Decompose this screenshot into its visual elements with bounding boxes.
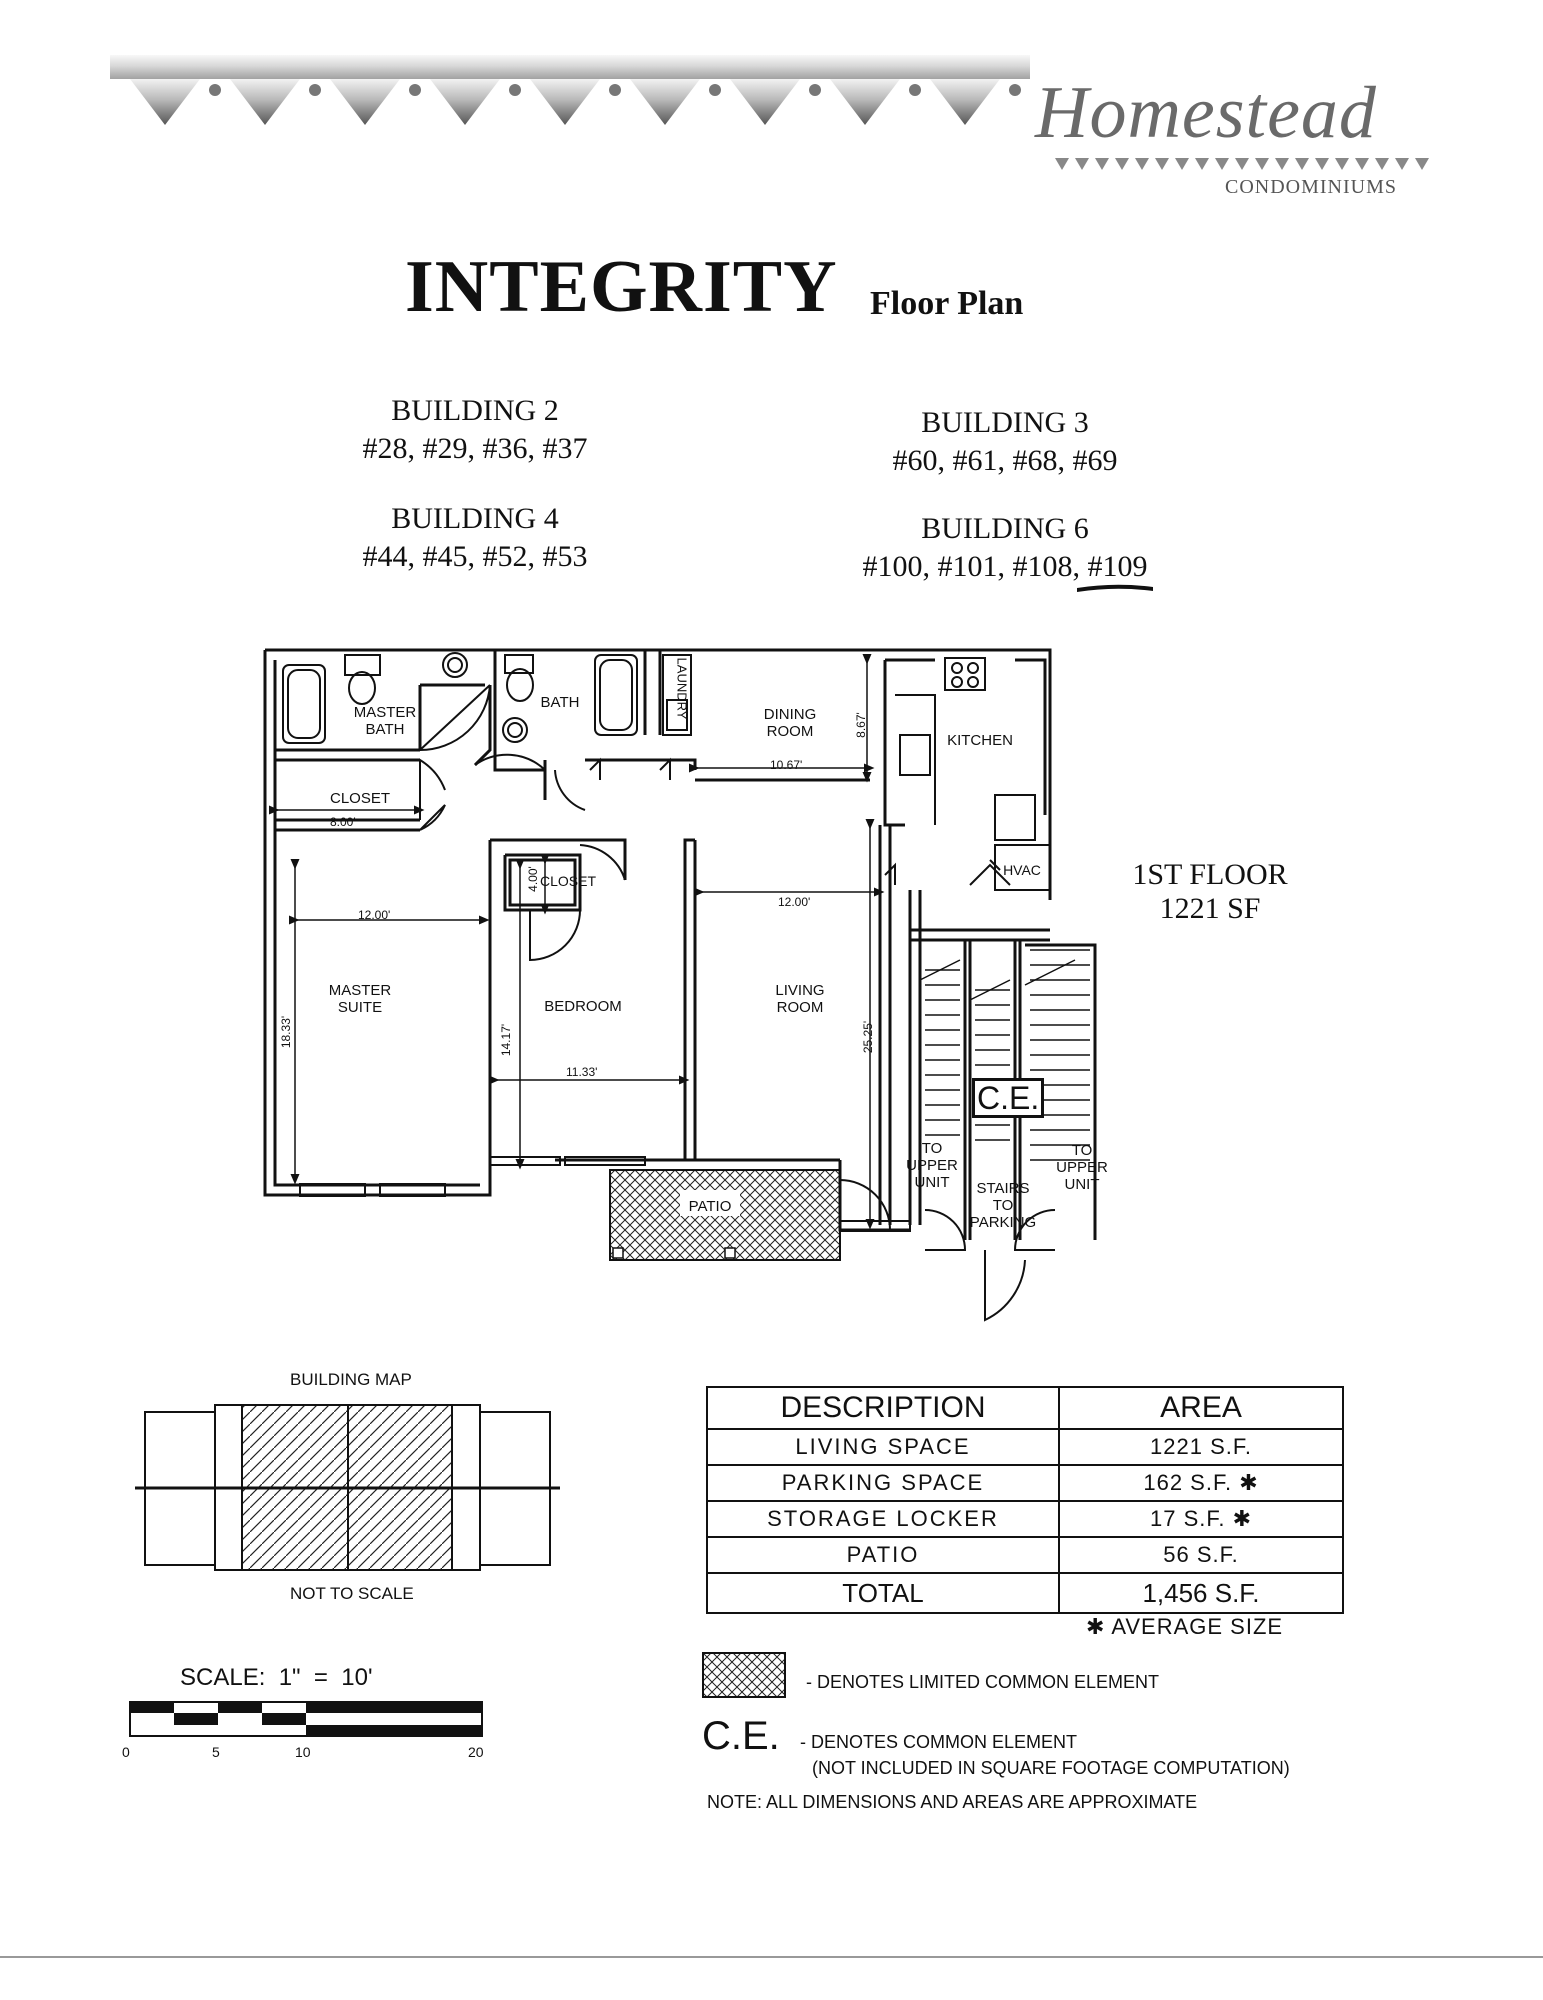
floor-area: 1221 SF	[1159, 892, 1261, 925]
room-kitchen: KITCHEN	[947, 732, 1013, 749]
table-total-value: 1,456 S.F.	[1058, 1572, 1344, 1614]
table-header-row: DESCRIPTION AREA	[706, 1386, 1344, 1430]
limited-common-swatch	[702, 1652, 786, 1698]
table-cell: 56 S.F.	[1058, 1536, 1344, 1574]
table-header: AREA	[1058, 1386, 1344, 1430]
brand-underline-triangles	[1055, 158, 1429, 170]
unit-underline-mark	[1077, 584, 1153, 592]
table-cell: PARKING SPACE	[706, 1464, 1060, 1502]
floor-plan	[263, 648, 1097, 1322]
dim-closet-width: 8.00'	[330, 815, 356, 829]
plan-title: INTEGRITY	[405, 246, 838, 328]
room-master-suite: MASTER SUITE	[328, 982, 392, 1016]
scale-label: SCALE: 1" = 10'	[180, 1664, 373, 1691]
dim-living-length: 25.25'	[861, 1020, 876, 1054]
legend-approx-note: NOTE: ALL DIMENSIONS AND AREAS ARE APPRO…	[707, 1792, 1198, 1812]
scale-tick-20: 20	[468, 1744, 484, 1760]
building-map-caption: NOT TO SCALE	[290, 1584, 414, 1603]
building-label: BUILDING 6	[921, 512, 1089, 545]
table-cell: STORAGE LOCKER	[706, 1500, 1060, 1538]
table-header: DESCRIPTION	[706, 1386, 1060, 1430]
dim-master-length: 18.33'	[279, 1015, 294, 1049]
table-row: STORAGE LOCKER 17 S.F. ✱	[706, 1500, 1344, 1538]
table-cell: 162 S.F. ✱	[1058, 1464, 1344, 1502]
building-map	[135, 1404, 560, 1571]
building-block: BUILDING 3 #60, #61, #68, #69	[825, 404, 1185, 480]
legend-common: - DENOTES COMMON ELEMENT	[800, 1732, 1078, 1752]
scale-tick-0: 0	[122, 1744, 130, 1760]
scale-bar	[129, 1701, 483, 1737]
scale-tick-5: 5	[212, 1744, 220, 1760]
common-element-mark: C.E.	[972, 1078, 1045, 1118]
room-bedroom: BEDROOM	[544, 998, 622, 1015]
table-total-label: TOTAL	[706, 1572, 1060, 1614]
legend-limited-common: - DENOTES LIMITED COMMON ELEMENT	[806, 1672, 1160, 1692]
table-total-row: TOTAL 1,456 S.F.	[706, 1572, 1344, 1614]
building-units: #44, #45, #52, #53	[362, 540, 588, 573]
dim-living-width: 12.00'	[778, 895, 811, 909]
table-cell: LIVING SPACE	[706, 1428, 1060, 1466]
brand-logo: Homestead CONDOMINIUMS	[1035, 70, 1429, 200]
room-to-upper-unit-left: TO UPPER UNIT	[906, 1140, 958, 1191]
dim-bedroom-length: 14.17'	[499, 1023, 514, 1057]
table-row: PARKING SPACE 162 S.F. ✱	[706, 1464, 1344, 1502]
building-block: BUILDING 2 #28, #29, #36, #37	[295, 392, 655, 468]
building-units: #28, #29, #36, #37	[362, 432, 588, 465]
room-closet-master: CLOSET	[329, 790, 390, 807]
plan-subtitle: Floor Plan	[870, 285, 1024, 322]
room-bath: BATH	[540, 694, 580, 711]
building-block: BUILDING 6 #100, #101, #108, #109	[825, 510, 1185, 586]
dim-dining-height: 8.67'	[853, 712, 868, 738]
brand-name: Homestead	[1035, 72, 1377, 154]
scale-tick-10: 10	[295, 1744, 311, 1760]
building-map-title: BUILDING MAP	[290, 1370, 412, 1389]
area-table: DESCRIPTION AREA LIVING SPACE 1221 S.F. …	[706, 1386, 1344, 1614]
page-bottom-rule	[0, 1956, 1543, 1958]
room-stairs-to-parking: STAIRS TO PARKING	[969, 1180, 1037, 1231]
room-master-bath: MASTER BATH	[353, 704, 417, 738]
table-row: LIVING SPACE 1221 S.F.	[706, 1428, 1344, 1466]
room-closet-bedroom: CLOSET	[539, 873, 596, 889]
building-units: #60, #61, #68, #69	[892, 444, 1118, 477]
building-block: BUILDING 4 #44, #45, #52, #53	[295, 500, 655, 576]
building-label: BUILDING 4	[391, 502, 559, 535]
room-to-upper-unit-right: TO UPPER UNIT	[1056, 1142, 1108, 1193]
room-dining: DINING ROOM	[763, 706, 817, 740]
dim-closet-bedroom-depth: 4.00'	[525, 866, 540, 892]
legend-common-note: (NOT INCLUDED IN SQUARE FOOTAGE COMPUTAT…	[812, 1758, 1290, 1778]
brand-tagline: CONDOMINIUMS	[1225, 176, 1398, 198]
legend-ce-symbol: C.E.	[702, 1714, 780, 1758]
room-laundry: LAUNDRY	[674, 657, 690, 720]
building-label: BUILDING 2	[391, 394, 559, 427]
table-cell: PATIO	[706, 1536, 1060, 1574]
room-patio: PATIO	[688, 1198, 732, 1215]
building-label: BUILDING 3	[921, 406, 1089, 439]
room-hvac: HVAC	[1003, 862, 1041, 878]
dim-dining-width: 10.67'	[770, 758, 803, 772]
room-living: LIVING ROOM	[775, 982, 825, 1016]
building-units: #100, #101, #108, #109	[862, 550, 1148, 583]
table-cell: 17 S.F. ✱	[1058, 1500, 1344, 1538]
table-row: PATIO 56 S.F.	[706, 1536, 1344, 1574]
floor-level: 1ST FLOOR	[1132, 858, 1288, 891]
dim-master-width: 12.00'	[358, 908, 391, 922]
dim-bedroom-width: 11.33'	[566, 1065, 598, 1079]
table-cell: 1221 S.F.	[1058, 1428, 1344, 1466]
banner-triangles	[110, 55, 1030, 125]
table-footnote: ✱ AVERAGE SIZE	[1086, 1614, 1284, 1639]
